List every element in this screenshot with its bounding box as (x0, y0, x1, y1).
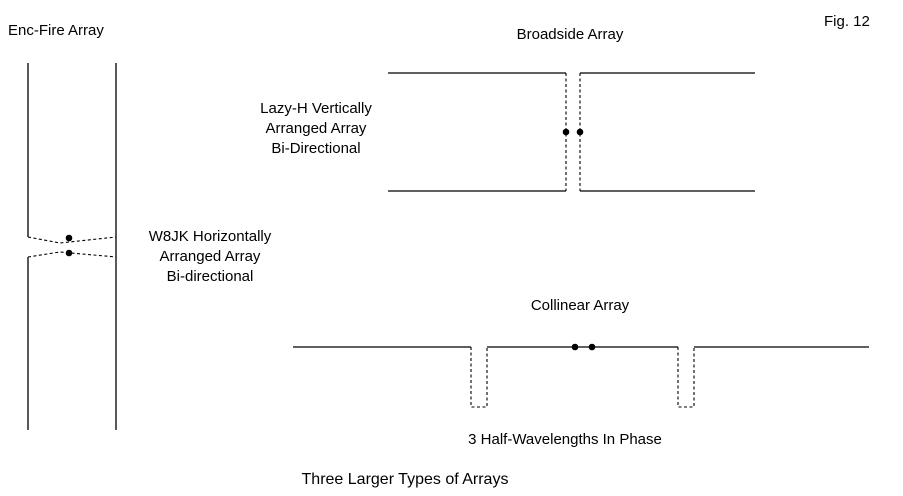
broadside-array-drawing (388, 72, 755, 192)
broadside-description-line-2: Arranged Array (265, 120, 367, 137)
collinear-phasing-stub-left (470, 347, 488, 408)
broadside-description-line-3: Bi-Directional (271, 140, 361, 157)
broadside-title: Broadside Array (516, 26, 624, 43)
end-fire-description-line-2: Arranged Array (159, 248, 261, 265)
collinear-feed-point-left (571, 343, 579, 351)
collinear-array-drawing (293, 343, 869, 408)
figure-caption: Three Larger Types of Arrays (301, 471, 509, 488)
broadside-feed-point-left (562, 128, 570, 136)
end-fire-title: Enc-Fire Array (8, 22, 104, 39)
end-fire-description-line-3: Bi-directional (166, 268, 254, 285)
end-fire-feed-point-lower (65, 249, 73, 257)
collinear-description: 3 Half-Wavelengths In Phase (468, 431, 662, 448)
collinear-title: Collinear Array (530, 297, 630, 314)
end-fire-feed-point-upper (65, 234, 73, 242)
end-fire-array-drawing (27, 63, 117, 430)
broadside-description-line-1: Lazy-H Vertically (260, 100, 372, 117)
broadside-description: Lazy-H Vertically Arranged Array Bi-Dire… (206, 99, 426, 159)
figure-label: Fig. 12 (824, 13, 870, 30)
end-fire-description: W8JK Horizontally Arranged Array Bi-dire… (100, 227, 320, 287)
collinear-feed-point-right (588, 343, 596, 351)
end-fire-description-line-1: W8JK Horizontally (148, 228, 272, 245)
collinear-phasing-stub-right (677, 347, 695, 408)
broadside-feed-point-right (576, 128, 584, 136)
